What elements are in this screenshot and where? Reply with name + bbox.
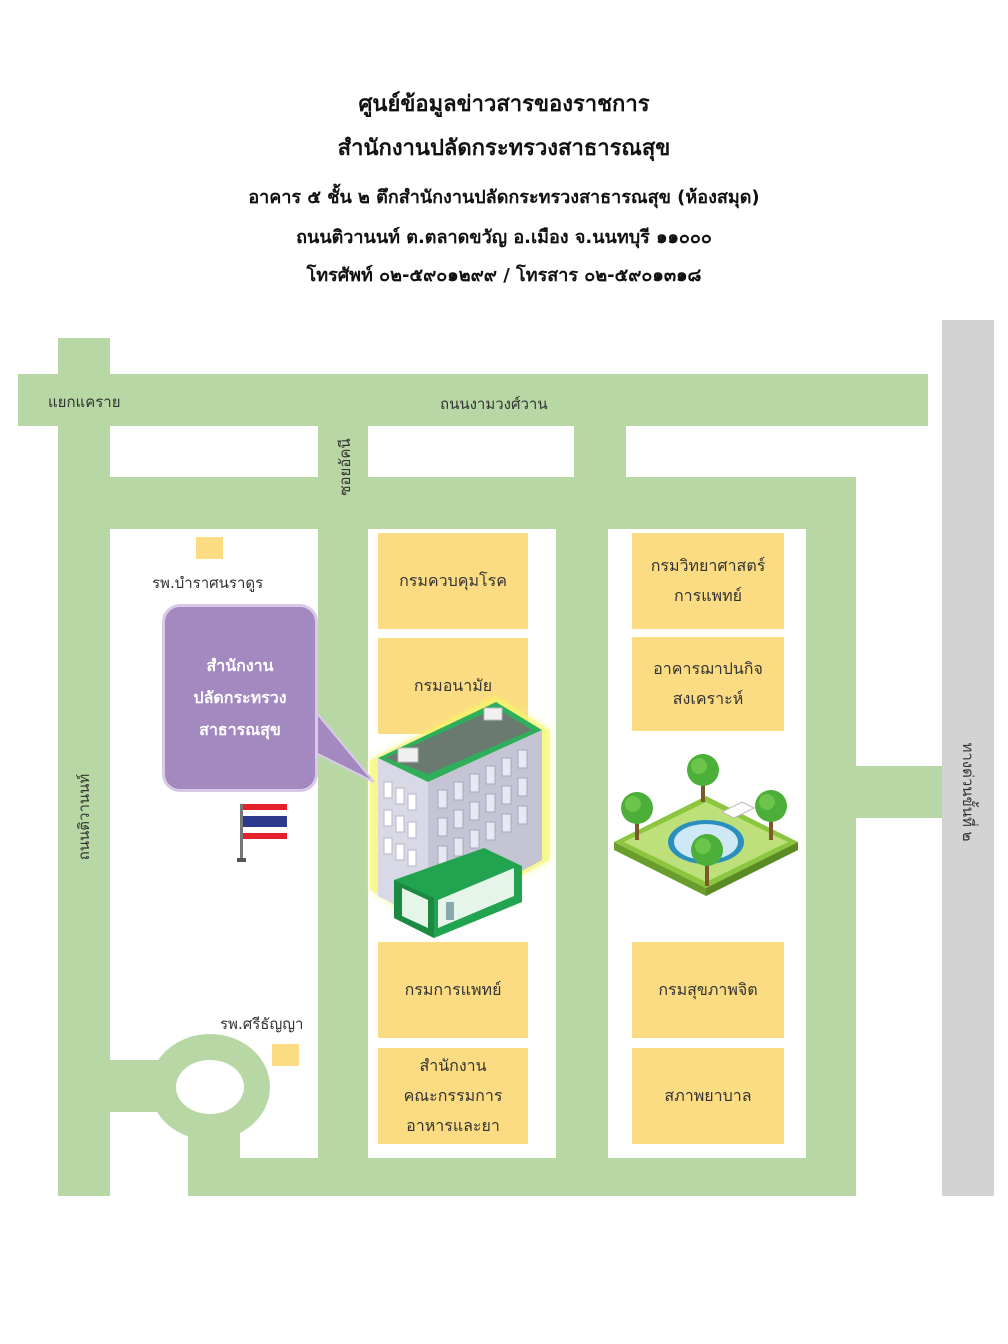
road-inner-right xyxy=(806,477,856,1195)
title-line-2: สำนักงานปลัดกระทรวงสาธารณสุข xyxy=(337,136,671,161)
roundabout xyxy=(150,1034,270,1140)
building-welfare: อาคารฌาปนกิจ สงเคราะห์ xyxy=(632,637,784,731)
thai-flag-icon xyxy=(237,804,287,862)
park-illustration xyxy=(614,754,798,896)
road-inner-top xyxy=(58,477,856,529)
label-bamrasnaradura: รพ.บำราศนราดูร xyxy=(152,574,264,592)
label-expressway: ทางด่วนขั้นที่ ๒ xyxy=(959,742,977,842)
road-soi xyxy=(318,426,368,1196)
expressway xyxy=(942,320,994,1196)
building-medical-services: กรมการแพทย์ xyxy=(378,942,528,1038)
marker-srithanya xyxy=(272,1044,299,1066)
office-building-illustration xyxy=(370,696,550,938)
address-street: ถนนติวานนท์ ต.ตลาดขวัญ อ.เมือง จ.นนทบุรี… xyxy=(296,227,712,248)
road-inner-middle xyxy=(556,477,608,1195)
title-line-1: ศูนย์ข้อมูลข่าวสารของราชการ xyxy=(358,92,650,117)
building-disease-control: กรมควบคุมโรค xyxy=(378,533,528,629)
road-inner-bottom xyxy=(188,1158,856,1196)
label-soi: ซอยอัคนี xyxy=(336,438,354,496)
label-ngamwongwan: ถนนงามวงศ์วาน xyxy=(440,395,548,413)
building-nursing-council: สภาพยาบาล xyxy=(632,1048,784,1144)
building-medical-sciences: กรมวิทยาศาสตร์ การแพทย์ xyxy=(632,533,784,629)
marker-bamrasnaradura xyxy=(196,537,223,559)
label-srithanya: รพ.ศรีธัญญา xyxy=(220,1015,304,1033)
road-connector-top xyxy=(574,426,626,478)
building-fda: สำนักงาน คณะกรรมการ อาหารและยา xyxy=(378,1048,528,1144)
contact-phone-fax: โทรศัพท์ ๐๒-๕๙๐๑๒๙๙ / โทรสาร ๐๒-๕๙๐๑๓๑๘ xyxy=(306,265,702,286)
road-ngamwongwan xyxy=(18,374,928,426)
address-building: อาคาร ๕ ชั้น ๒ ตึกสำนักงานปลัดกระทรวงสาธ… xyxy=(248,187,760,208)
building-mental-health: กรมสุขภาพจิต xyxy=(632,942,784,1038)
label-tiwanon: ถนนติวานนท์ xyxy=(75,773,93,861)
road-to-expressway xyxy=(856,766,942,818)
callout-ops: สำนักงาน ปลัดกระทรวง สาธารณสุข xyxy=(162,604,318,792)
label-intersection: แยกแคราย xyxy=(48,393,121,411)
tree-icon xyxy=(621,754,787,886)
